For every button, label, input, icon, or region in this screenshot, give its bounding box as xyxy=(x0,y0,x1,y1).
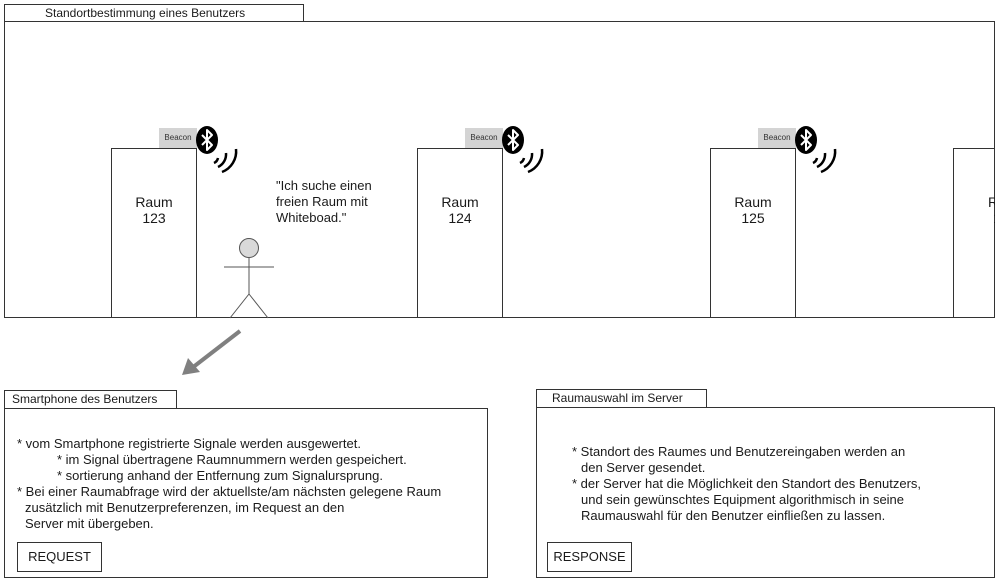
stick-figure-icon xyxy=(224,238,274,319)
description-line: den Server gesendet. xyxy=(581,460,706,475)
beacon-label: Beacon xyxy=(465,128,503,148)
signal-waves-icon xyxy=(213,148,238,174)
server-description: * Standort des Raumes und Benutzereingab… xyxy=(572,444,921,524)
room-label: Raum xyxy=(734,194,772,210)
room-number: 123 xyxy=(142,210,166,226)
room-partial: Ra 1 xyxy=(953,148,995,318)
quote-line: Whiteboad." xyxy=(276,210,347,225)
description-line: * Bei einer Raumabfrage wird der aktuell… xyxy=(17,484,442,499)
description-line: und sein gewünschtes Equipment algorithm… xyxy=(581,492,905,507)
room-124: Raum 124 xyxy=(417,148,503,318)
description-line: * Standort des Raumes und Benutzereingab… xyxy=(572,444,906,459)
room-number: 125 xyxy=(741,210,765,226)
description-line: Server mit übergeben. xyxy=(25,516,154,531)
room-123: Raum 123 xyxy=(111,148,197,318)
response-button[interactable]: RESPONSE xyxy=(547,542,632,572)
room-label: Raum xyxy=(135,194,173,210)
room-label: Ra xyxy=(954,194,995,210)
smartphone-panel-tab: Smartphone des Benutzers xyxy=(4,390,177,409)
bluetooth-icon xyxy=(502,126,524,154)
bluetooth-icon xyxy=(795,126,817,154)
description-line: * im Signal übertragene Raumnummern werd… xyxy=(57,452,407,467)
quote-line: "Ich suche einen xyxy=(276,178,372,193)
bluetooth-icon xyxy=(196,126,218,154)
beacon-label: Beacon xyxy=(159,128,197,148)
quote-line: freien Raum mit xyxy=(276,194,368,209)
room-125: Raum 125 xyxy=(710,148,796,318)
room-number: 124 xyxy=(448,210,472,226)
beacon-label: Beacon xyxy=(758,128,796,148)
request-button[interactable]: REQUEST xyxy=(17,542,102,572)
signal-waves-icon xyxy=(812,148,837,174)
user-quote: "Ich suche einen freien Raum mit Whitebo… xyxy=(276,178,416,226)
smartphone-description: * vom Smartphone registrierte Signale we… xyxy=(17,436,441,532)
server-panel-tab: Raumauswahl im Server xyxy=(536,389,707,408)
room-label: Raum xyxy=(441,194,479,210)
description-line: zusätzlich mit Benutzerpreferenzen, im R… xyxy=(25,500,345,515)
arrow-down-left-icon xyxy=(182,329,242,375)
signal-waves-icon xyxy=(519,148,544,174)
description-line: * vom Smartphone registrierte Signale we… xyxy=(17,436,361,451)
description-line: * der Server hat die Möglichkeit den Sta… xyxy=(572,476,922,491)
room-number: 1 xyxy=(954,210,995,226)
description-line: Raumauswahl für den Benutzer einfließen … xyxy=(581,508,886,523)
scene-title-tab: Standortbestimmung eines Benutzers xyxy=(4,4,304,22)
description-line: * sortierung anhand der Entfernung zum S… xyxy=(57,468,383,483)
